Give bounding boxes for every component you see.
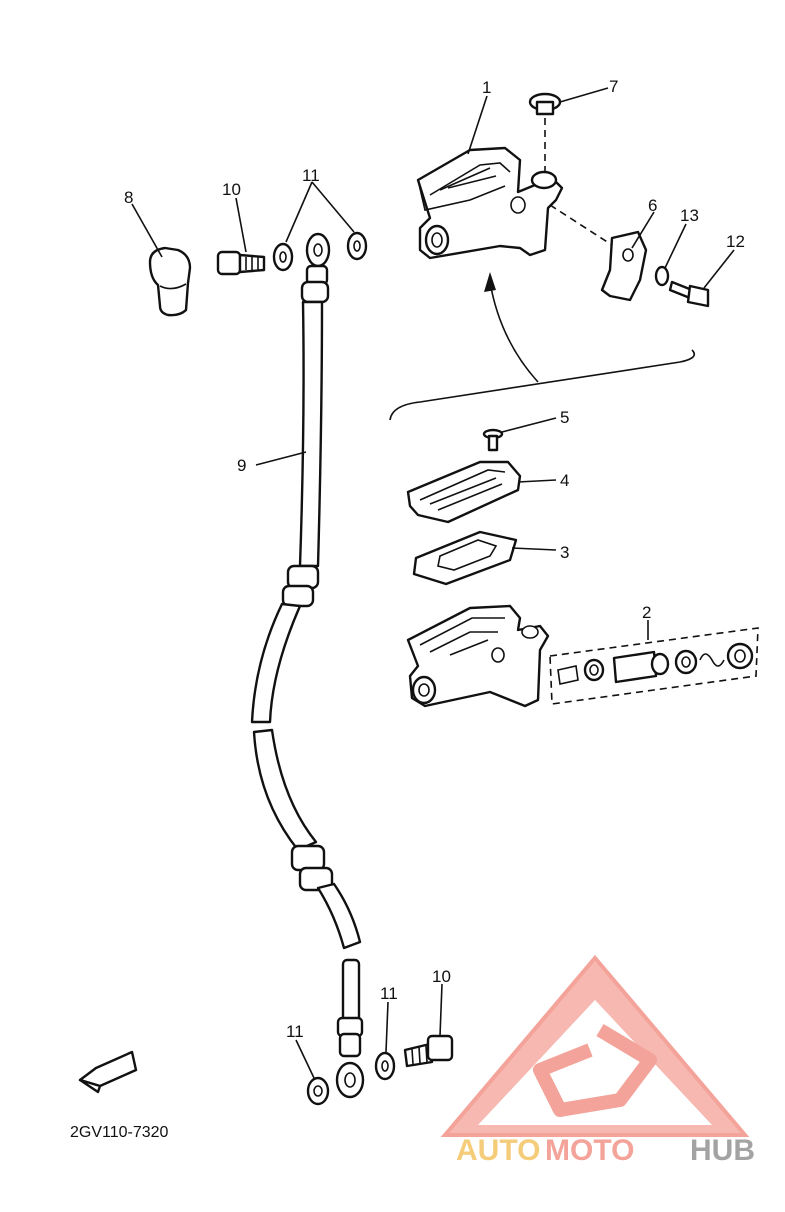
part-master-cylinder-assembly — [416, 146, 564, 260]
leader-9 — [255, 451, 307, 466]
dash-bracket — [549, 204, 613, 246]
leader-7 — [559, 87, 609, 103]
watermark-brand-auto: AUTO — [456, 1134, 540, 1167]
part-code: 2GV110-7320 — [70, 1124, 169, 1141]
leader-4 — [517, 479, 557, 483]
callout-7: 7 — [609, 77, 618, 96]
part-master-cylinder-body — [406, 604, 550, 708]
part-rubber-cap — [148, 246, 192, 317]
part-washer-13 — [654, 265, 670, 287]
callout-8: 8 — [124, 188, 133, 207]
leader-10a — [235, 197, 247, 253]
part-union-bolt-top — [216, 250, 266, 276]
exploded-view-bracket — [389, 349, 696, 421]
callout-3: 3 — [560, 543, 569, 562]
leader-8 — [131, 203, 163, 258]
leader-11c — [385, 1001, 389, 1053]
leader-11a-2 — [311, 181, 355, 233]
callout-11-bottom-left: 11 — [286, 1022, 304, 1041]
part-washer-top-left — [272, 242, 294, 272]
leader-11b — [295, 1039, 315, 1079]
part-cap — [528, 92, 562, 116]
callout-10-bottom: 10 — [432, 967, 451, 986]
watermark-brand-moto: MOTO — [545, 1134, 634, 1167]
callout-2: 2 — [642, 603, 651, 622]
callout-12: 12 — [726, 232, 745, 251]
leader-12 — [703, 249, 735, 289]
watermark-brand-hub: HUB — [690, 1134, 755, 1167]
callout-11-top: 11 — [302, 166, 320, 185]
part-diaphragm — [412, 530, 518, 586]
leader-3 — [511, 547, 557, 551]
leader-5 — [501, 417, 557, 433]
callout-5: 5 — [560, 408, 569, 427]
part-screw — [482, 428, 504, 452]
arrow-head-icon — [484, 272, 496, 292]
leader-11a-1 — [285, 181, 313, 243]
leader-13 — [664, 223, 687, 269]
leader-10b — [439, 983, 443, 1037]
callout-10-top: 10 — [222, 180, 241, 199]
exploded-view-arrow — [489, 281, 539, 383]
part-brake-hose — [250, 232, 365, 1099]
callout-4: 4 — [560, 471, 569, 490]
part-piston-kit — [549, 627, 759, 705]
leader-1 — [467, 95, 488, 155]
part-washer-bottom-left — [306, 1076, 330, 1106]
callout-11-bottom-right: 11 — [380, 984, 398, 1003]
part-washer-top-right — [346, 231, 368, 261]
leader-6 — [631, 211, 655, 249]
part-washer-bottom-right — [374, 1051, 396, 1081]
part-bolt-12 — [668, 280, 710, 308]
part-reservoir-cover — [406, 460, 522, 524]
watermark-logo: AUTO MOTO HUB — [440, 954, 755, 1167]
callout-6: 6 — [648, 196, 657, 215]
callout-1: 1 — [482, 78, 491, 97]
front-direction-icon — [78, 1050, 138, 1094]
part-bracket — [600, 230, 648, 302]
callout-9: 9 — [237, 456, 246, 475]
callout-13: 13 — [680, 206, 699, 225]
part-union-bolt-bottom — [403, 1034, 454, 1068]
